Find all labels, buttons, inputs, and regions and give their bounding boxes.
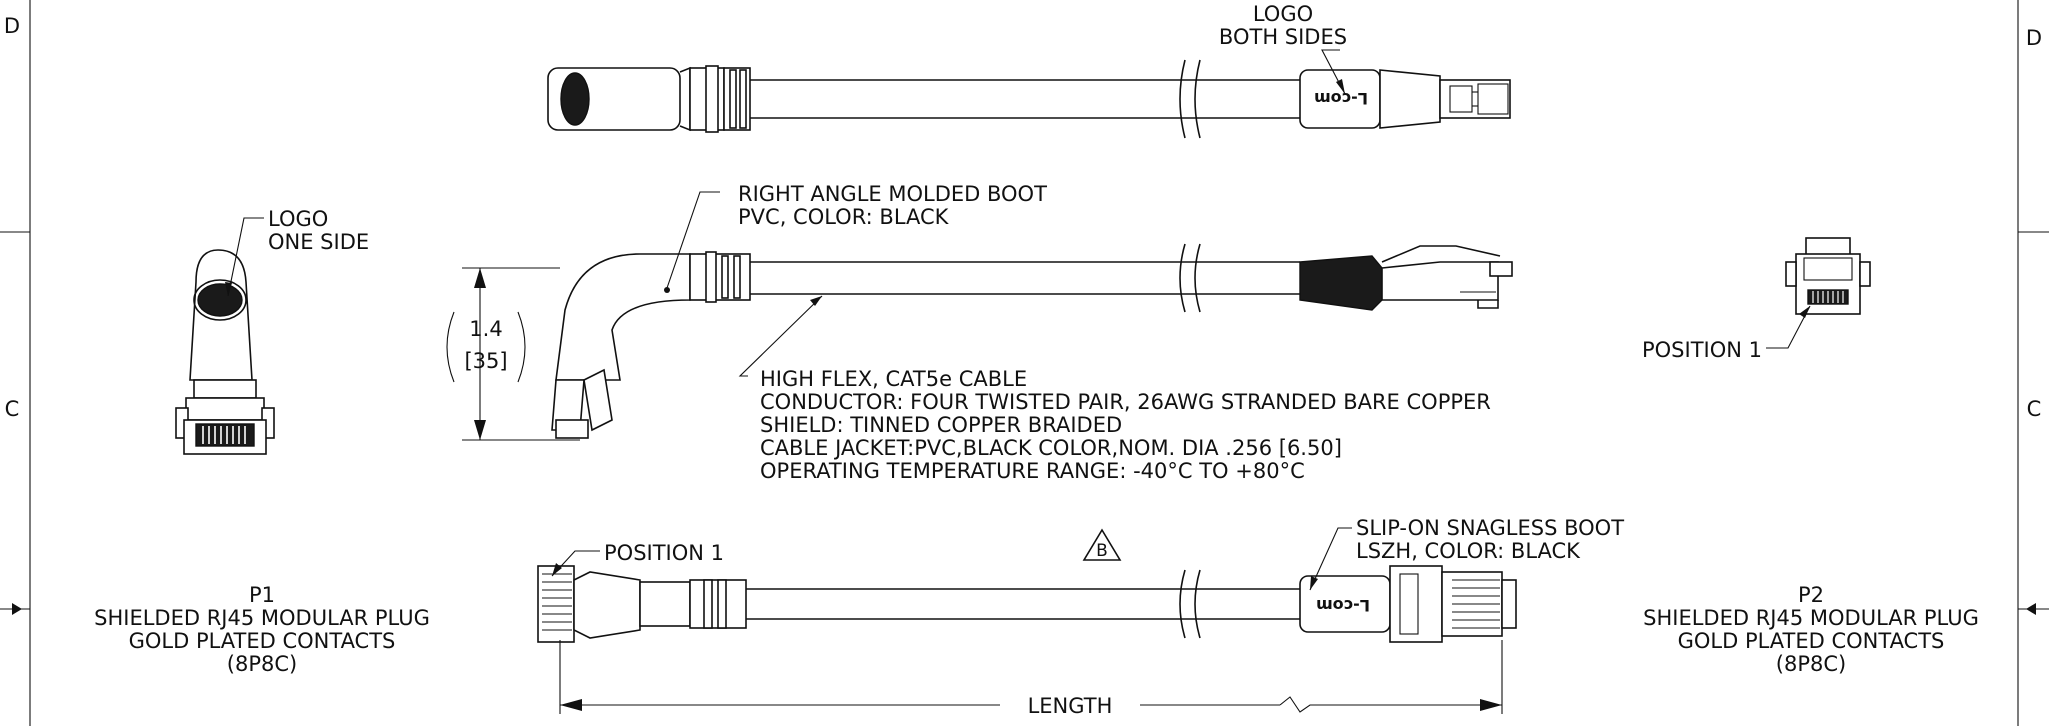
logo-one-side-label-2: ONE SIDE [268,230,369,254]
position-1-label-bottom: POSITION 1 [604,541,724,565]
cable-label-5: OPERATING TEMPERATURE RANGE: -40°C TO +8… [760,459,1305,483]
logo-both-sides-label-2: BOTH SIDES [1219,25,1347,49]
p2-callout: P2 SHIELDED RJ45 MODULAR PLUG GOLD PLATE… [1643,583,1979,676]
revision-triangle [1082,528,1122,561]
logo-text: L-com [1314,89,1368,108]
bottom-view: L-com POSITION 1 B SLIP-ON SNAGLESS BOOT… [537,516,1624,718]
p1-line-3: GOLD PLATED CONTACTS [129,629,396,653]
boot-label-2: PVC, COLOR: BLACK [738,205,950,229]
zone-label-left-c: C [5,397,20,421]
revision-letter: B [1096,541,1108,561]
bottom-logo-text: L-com [1316,596,1370,615]
dimension-mm: [35] [464,349,507,373]
snagless-boot-label-2: LSZH, COLOR: BLACK [1356,539,1581,563]
cable-label-3: SHIELD: TINNED COPPER BRAIDED [760,413,1122,437]
boot-label-1: RIGHT ANGLE MOLDED BOOT [738,182,1047,206]
zone-label-left-d: D [4,14,20,38]
left-end-view: LOGO ONE SIDE [175,207,369,455]
p1-line-4: (8P8C) [227,652,297,676]
p1-line-2: SHIELDED RJ45 MODULAR PLUG [94,606,430,630]
length-label: LENGTH [1028,694,1113,718]
top-view: L-com LOGO BOTH SIDES [547,2,1511,139]
p2-line-3: GOLD PLATED CONTACTS [1678,629,1945,653]
zone-label-right-c: C [2027,397,2042,421]
side-view: 1.4 [35] RIGHT ANGLE MOLDED BOOT PVC, CO… [446,182,1513,483]
cable-label-1: HIGH FLEX, CAT5e CABLE [760,367,1027,391]
p2-line-2: SHIELDED RJ45 MODULAR PLUG [1643,606,1979,630]
p1-title: P1 [249,583,275,607]
right-end-view: POSITION 1 [1642,237,1871,362]
zone-label-right-d: D [2026,26,2042,50]
p2-line-4: (8P8C) [1776,652,1846,676]
p2-title: P2 [1798,583,1824,607]
logo-both-sides-label-1: LOGO [1253,2,1313,26]
logo-one-side-label-1: LOGO [268,207,328,231]
snagless-boot-label-1: SLIP-ON SNAGLESS BOOT [1356,516,1624,540]
p1-callout: P1 SHIELDED RJ45 MODULAR PLUG GOLD PLATE… [94,583,430,676]
dimension-inch: 1.4 [469,317,502,341]
cable-label-2: CONDUCTOR: FOUR TWISTED PAIR, 26AWG STRA… [760,390,1491,414]
right-angle-boot-side [555,253,691,381]
position-1-label-right: POSITION 1 [1642,338,1762,362]
cable-label-4: CABLE JACKET:PVC,BLACK COLOR,NOM. DIA .2… [760,436,1342,460]
logo-oval-icon [560,72,590,126]
